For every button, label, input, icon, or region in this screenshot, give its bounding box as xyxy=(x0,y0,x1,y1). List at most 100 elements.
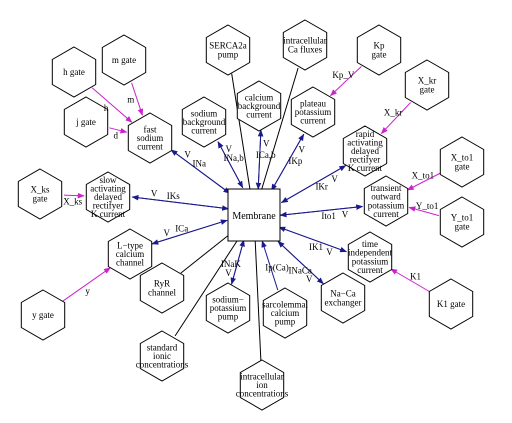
node-membrane[interactable]: Membrane xyxy=(227,188,281,242)
node-k1-gate[interactable]: K1 gate xyxy=(428,278,474,330)
hexagon-shape xyxy=(282,19,328,71)
node-label-line: L−type xyxy=(117,240,143,250)
hexagon-shape xyxy=(404,59,450,111)
node-label-line: exchanger xyxy=(325,297,362,307)
node-label-line: gate xyxy=(455,161,470,171)
edge-label-rapid_k-to-center: IKr xyxy=(315,181,328,191)
node-label-line: background xyxy=(183,117,226,127)
node-label-line: X_kr xyxy=(418,76,437,86)
node-y-gate[interactable]: y gate xyxy=(20,289,66,341)
node-label-line: potassium xyxy=(352,256,389,266)
node-label-line: current xyxy=(246,110,272,120)
edge-xto1_gate-to-transient_k xyxy=(406,172,441,191)
edge-label-sarco_pump-to-center: Ip(Ca) xyxy=(265,263,289,273)
node-label-line: pump xyxy=(218,312,239,322)
edge-y_gate-to-ltype xyxy=(62,267,111,302)
edge-label-center-to-na_bg: V xyxy=(225,144,232,154)
edge-label-transient_k-to-center: Ito1 xyxy=(321,211,336,221)
hexagon-shape xyxy=(20,289,66,341)
edges-layer xyxy=(62,66,441,362)
node-label-line: Na−Ca xyxy=(330,289,356,299)
edge-label-center-to-transient_k: V xyxy=(342,209,349,219)
edge-center-to-rapid_k xyxy=(281,165,347,204)
edge-j_gate-to-fast_sodium xyxy=(109,127,128,134)
edge-label-center-to-ca_bg: V xyxy=(263,138,270,148)
node-m-gate[interactable]: m gate xyxy=(101,34,147,86)
node-label-line: ion xyxy=(256,380,268,390)
node-label-line: current xyxy=(300,116,326,126)
edge-label-center-to-ltype: V xyxy=(163,228,170,238)
node-label-line: potassium xyxy=(210,303,247,313)
hexagon-shape xyxy=(363,175,409,227)
edge-label-na_bg-to-center: INa,b xyxy=(223,153,244,163)
edge-label-center-to-slow_k: V xyxy=(151,189,158,199)
edge-label-time_indep_k-to-center: IK1 xyxy=(309,242,323,252)
edge-center-to-na_bg xyxy=(217,141,244,188)
node-label-line: j gate xyxy=(75,117,96,127)
node-label-line: fast xyxy=(144,124,157,134)
hexagon-shape xyxy=(107,228,153,280)
node-label-line: gate xyxy=(33,193,48,203)
node-h-gate[interactable]: h gate xyxy=(51,46,97,98)
node-label-line: gate xyxy=(420,84,435,94)
node-label-line: standard xyxy=(147,342,178,352)
node-label-line: current xyxy=(357,265,383,275)
node-label-line: potassium xyxy=(295,107,332,117)
node-label-line: gate xyxy=(455,221,470,231)
node-label-line: concentrations xyxy=(236,389,289,399)
node-label-line: channel xyxy=(116,258,144,268)
node-label-line: activating xyxy=(347,137,383,147)
edge-center-to-naca xyxy=(277,241,324,285)
edge-label-nak_pump-to-center: INaK xyxy=(221,259,241,269)
node-label-line: sodium xyxy=(191,108,218,118)
edge-center-to-std_ionic xyxy=(174,240,238,337)
edge-label-naca-to-center: INaCa xyxy=(288,265,312,275)
edge-kp_gate-to-plateau_k xyxy=(329,66,362,97)
hexagon-shape xyxy=(356,24,402,76)
node-label-line: slow xyxy=(99,175,117,185)
node-label-line: channel xyxy=(148,287,176,297)
hexagon-shape xyxy=(127,112,173,164)
node-j-gate[interactable]: j gate xyxy=(63,96,109,148)
hexagon-shape xyxy=(63,96,109,148)
hexagon-shape xyxy=(347,231,393,283)
edge-label-center-to-fast_sodium: V xyxy=(184,150,191,160)
edge-m_gate-to-fast_sodium xyxy=(131,82,144,116)
edge-center-to-serca xyxy=(231,73,251,190)
edge-h_gate-to-fast_sodium xyxy=(91,87,133,123)
hexagon-shape xyxy=(239,359,285,411)
hexagon-shape xyxy=(17,168,63,220)
node-label-line: sodium xyxy=(137,133,164,143)
node-label-line: K current xyxy=(91,209,126,219)
edge-center-to-nak_pump xyxy=(230,240,245,285)
node-label-line: h gate xyxy=(63,67,85,77)
node-label-line: delayed xyxy=(351,146,379,156)
edge-label-y_gate-to-ltype: y xyxy=(85,286,90,296)
